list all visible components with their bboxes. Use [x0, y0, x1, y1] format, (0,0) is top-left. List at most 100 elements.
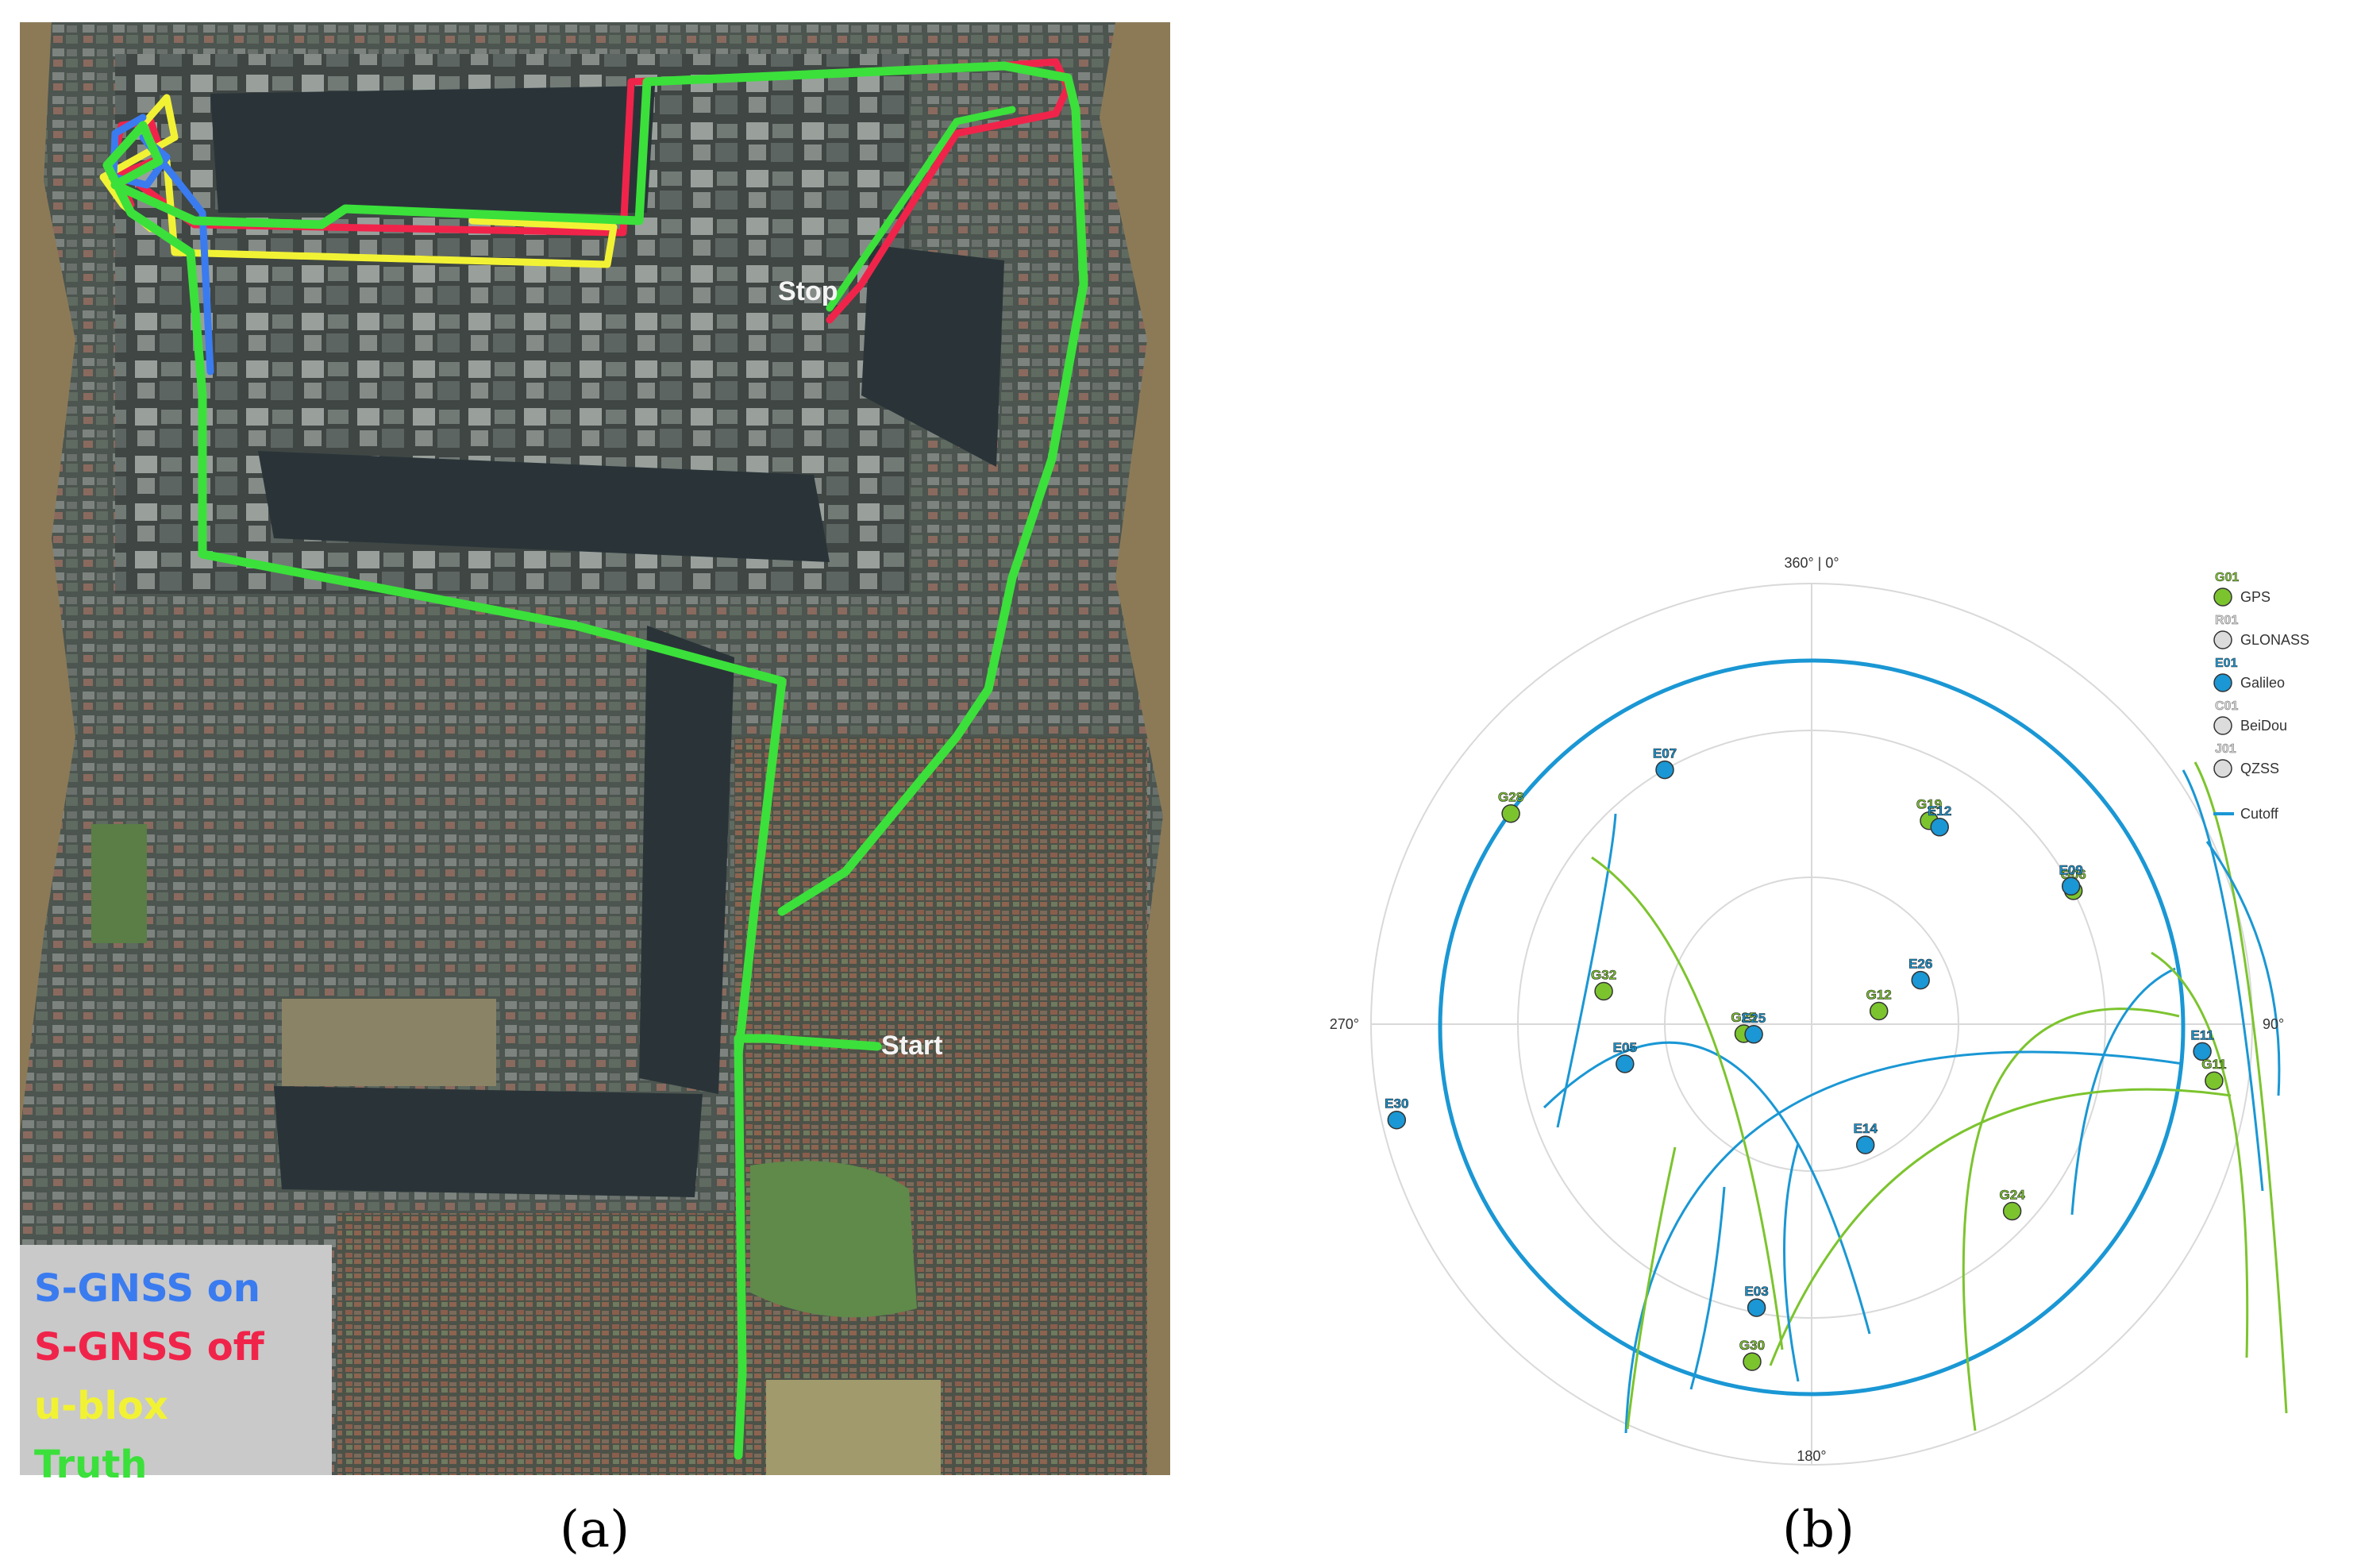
residential-southwest [337, 1213, 734, 1475]
satellite-label-e09: E09 [2059, 862, 2083, 877]
polar-grid [1370, 583, 2253, 1466]
satellite-marker-e12 [1930, 818, 1949, 837]
legend-galileo-name: Galileo [2240, 675, 2285, 691]
cutoff-mask [1438, 658, 2186, 1397]
west-india-dock-north [210, 86, 655, 213]
river-east [1100, 22, 1170, 1475]
track-e07 [1556, 813, 1617, 1128]
satellite-label-e25: E25 [1742, 1011, 1766, 1026]
satellite-marker-e11 [2193, 1042, 2212, 1061]
satellite-label-e26: E26 [1908, 957, 1932, 972]
route-map-panel: Stop Start S-GNSS on S-GNSS off u-blox T… [20, 22, 1170, 1487]
track-e03 [1783, 1142, 1800, 1382]
mudchute-field [282, 999, 496, 1086]
satellite-marker-e09 [2061, 876, 2081, 896]
satellite-label-e30: E30 [1385, 1096, 1408, 1111]
river-west [20, 22, 75, 1134]
track-g25 [1769, 1088, 2232, 1366]
satellite-tracks [1543, 761, 2288, 1434]
track-g32 [1626, 1146, 1677, 1430]
legend-sgnss-on: S-GNSS on [34, 1266, 260, 1311]
satellite-marker-g28 [1501, 803, 1520, 823]
track-e25 [1624, 1050, 2184, 1434]
satellite-label-g11: G11 [2201, 1057, 2226, 1072]
skyplot-legend: G01 GPS R01 GLONASS E01 Galileo C01 BeiD… [2213, 571, 2309, 822]
blackwall-basin [861, 245, 1004, 467]
track-e30-arc [1543, 1041, 1871, 1335]
legend-beidou-code: C01 [2215, 699, 2238, 713]
legend-cutoff-name: Cutoff [2240, 806, 2279, 822]
legend-ublox: u-blox [34, 1384, 168, 1428]
satellite-marker-e26 [1911, 970, 1930, 990]
satellite-marker-e03 [1747, 1298, 1766, 1317]
skyplot: G19E12G06E09E07G28E26G12G32G25E25E05E11G… [1330, 555, 2309, 1466]
south-dock [258, 451, 830, 562]
legend-glonass-code: R01 [2215, 614, 2238, 627]
satellite-marker-e07 [1655, 760, 1674, 780]
legend-sgnss-off: S-GNSS off [34, 1325, 264, 1370]
satellite-label-g25: G25 [1731, 1010, 1756, 1025]
route-map: Stop Start [20, 22, 1170, 1475]
route-sgnss-on [110, 114, 214, 376]
azimuth-north-label: 360° | 0° [1784, 555, 1839, 571]
satellite-marker-g11 [2205, 1071, 2224, 1090]
track-e12 [2182, 769, 2264, 1192]
legend-glonass-marker [2213, 630, 2232, 649]
start-label: Start [881, 1031, 942, 1061]
legend-qzss-name: QZSS [2240, 761, 2279, 776]
mudchute-park [750, 1161, 917, 1318]
route-truth-stop-leg [826, 106, 1016, 312]
field-south [766, 1380, 941, 1475]
satellite-label-g32: G32 [1591, 968, 1616, 983]
track-g12 [1962, 1007, 2180, 1431]
satellite-marker-e14 [1855, 1135, 1875, 1154]
satellite-marker-e05 [1616, 1054, 1635, 1073]
satellite-marker-g30 [1743, 1352, 1762, 1371]
satellite-marker-e25 [1744, 1025, 1763, 1044]
satellite-markers: G19E12G06E09E07G28E26G12G32G25E25E05E11G… [1385, 745, 2227, 1371]
millwall-outer-dock [274, 1086, 703, 1197]
satellite-label-e12: E12 [1928, 803, 1951, 819]
route-truth-loop [102, 61, 1088, 1059]
satellite-label-e14: E14 [1854, 1121, 1878, 1136]
azimuth-south-label: 180° [1797, 1448, 1826, 1464]
satellite-label-g30: G30 [1739, 1338, 1765, 1353]
track-e14 [2070, 967, 2176, 1215]
legend-gps-marker [2213, 588, 2232, 607]
legend-qzss-marker [2213, 759, 2232, 778]
legend-beidou-name: BeiDou [2240, 718, 2287, 734]
satellite-marker-e30 [1387, 1110, 1407, 1130]
satellite-marker-g12 [1869, 1001, 1889, 1021]
legend-truth: Truth [34, 1443, 148, 1487]
satellite-label-g12: G12 [1866, 988, 1892, 1003]
track-g24 [2151, 951, 2249, 1358]
routes [99, 58, 1088, 1460]
residential-southeast [734, 737, 1147, 1475]
azimuth-west-label: 270° [1330, 1016, 1359, 1032]
satellite-label-g24: G24 [2000, 1188, 2026, 1203]
track-e09 [2205, 841, 2281, 1096]
satellite-marker-g24 [2002, 1201, 2022, 1221]
track-e05 [1689, 1186, 1726, 1390]
legend-glonass-name: GLONASS [2240, 632, 2309, 648]
park-west [91, 824, 147, 943]
stop-label: Stop [778, 276, 838, 306]
legend-qzss-code: J01 [2215, 742, 2236, 756]
caption-b: (b) [1782, 1501, 1855, 1559]
route-legend: S-GNSS on S-GNSS off u-blox Truth [20, 1245, 332, 1487]
millwall-inner-dock [639, 626, 734, 1094]
track-g28 [1591, 856, 1784, 1350]
legend-beidou-marker [2213, 716, 2232, 735]
satellite-label-g28: G28 [1498, 790, 1523, 805]
satellite-label-e03: E03 [1744, 1284, 1768, 1299]
azimuth-east-label: 90° [2263, 1016, 2284, 1032]
satellite-label-e07: E07 [1653, 746, 1677, 761]
legend-galileo-code: E01 [2215, 657, 2238, 670]
legend-galileo-marker [2213, 673, 2232, 692]
satellite-label-e11: E11 [2190, 1027, 2213, 1042]
caption-a: (a) [560, 1501, 630, 1559]
legend-gps-name: GPS [2240, 589, 2270, 605]
legend-gps-code: G01 [2215, 571, 2239, 584]
satellite-label-e05: E05 [1613, 1040, 1637, 1055]
